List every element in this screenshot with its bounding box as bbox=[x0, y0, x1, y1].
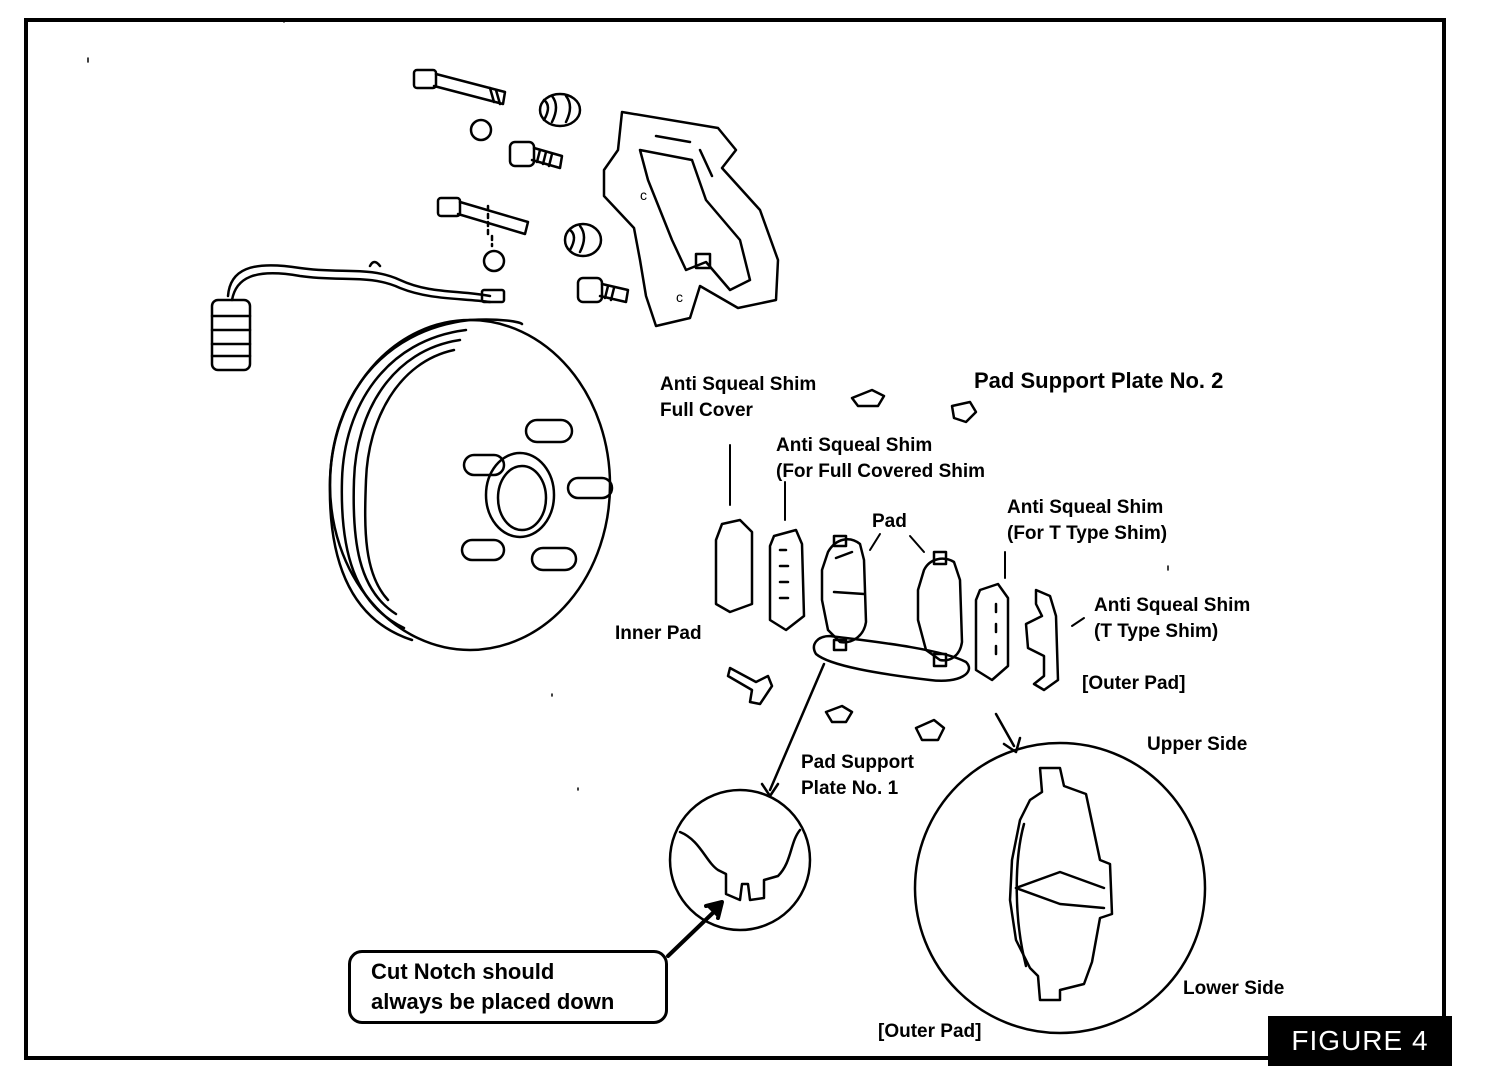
pad-highlight-loop bbox=[812, 634, 971, 683]
anti-squeal-shim-for-full-covered-part bbox=[768, 528, 806, 632]
label-line: Upper Side bbox=[1147, 734, 1248, 755]
label-lower-side: Lower Side bbox=[1183, 976, 1284, 1002]
label-line: Anti Squeal Shim bbox=[1007, 497, 1164, 518]
boot-lower bbox=[563, 222, 603, 258]
figure-label: FIGURE 4 bbox=[1268, 1016, 1452, 1066]
label-line: Anti Squeal Shim bbox=[776, 435, 933, 456]
label-line: Pad Support bbox=[801, 752, 914, 773]
label-anti-squeal-shim-for-t-type: Anti Squeal Shim (For T Type Shim) bbox=[1007, 495, 1167, 547]
label-line: Pad bbox=[872, 511, 907, 532]
notch-detail-circle bbox=[668, 788, 812, 932]
label-outer-pad-bracket: [Outer Pad] bbox=[1082, 671, 1185, 697]
cut-notch-callout: Cut Notch should always be placed down bbox=[348, 950, 668, 1024]
boot-upper bbox=[538, 92, 582, 128]
bushing-upper bbox=[469, 118, 493, 142]
label-line: [Outer Pad] bbox=[1082, 673, 1186, 694]
pad-support-plate-1-parts bbox=[824, 704, 946, 742]
label-line: [Outer Pad] bbox=[878, 1021, 982, 1042]
anti-squeal-shim-for-t-type-part bbox=[974, 582, 1010, 682]
outer-pad-detail-circle bbox=[913, 741, 1207, 1035]
svg-text:c: c bbox=[640, 187, 647, 203]
label-line: Pad Support Plate No. 2 bbox=[974, 368, 1224, 393]
label-pad: Pad bbox=[872, 509, 907, 535]
slide-pin-lower bbox=[436, 196, 530, 248]
callout-line: always be placed down bbox=[371, 989, 615, 1014]
bolt-lower bbox=[576, 276, 630, 304]
label-inner-pad: Inner Pad bbox=[615, 621, 702, 647]
label-anti-squeal-shim-full-cover: Anti Squeal Shim Full Cover bbox=[660, 372, 816, 424]
sensor-clip bbox=[726, 666, 774, 706]
anti-squeal-shim-full-cover-part bbox=[714, 518, 754, 614]
label-upper-side: Upper Side bbox=[1147, 732, 1247, 758]
callout-line: Cut Notch should bbox=[371, 959, 555, 984]
bushing-lower bbox=[482, 249, 506, 273]
label-line: Anti Squeal Shim bbox=[1094, 595, 1251, 616]
pad-wear-sensor bbox=[210, 260, 506, 372]
arrow-to-right-zoom bbox=[994, 712, 1022, 754]
label-line: Lower Side bbox=[1183, 978, 1285, 999]
label-line: (For T Type Shim) bbox=[1007, 523, 1168, 544]
caliper-bracket: c c bbox=[602, 110, 780, 328]
anti-squeal-shim-t-type-part bbox=[1024, 588, 1060, 692]
bolt-upper bbox=[508, 140, 564, 170]
svg-text:c: c bbox=[676, 289, 683, 305]
disc-rotor bbox=[328, 318, 614, 652]
label-anti-squeal-shim-t-type: Anti Squeal Shim (T Type Shim) bbox=[1094, 593, 1250, 645]
label-pad-support-plate-2: Pad Support Plate No. 2 bbox=[974, 368, 1223, 394]
label-line: Inner Pad bbox=[615, 623, 702, 644]
shim-clip-top bbox=[850, 388, 978, 424]
callout-arrow bbox=[666, 900, 724, 958]
figure-frame bbox=[24, 18, 1446, 1060]
inner-pad-part bbox=[820, 534, 868, 652]
label-outer-pad-bottom: [Outer Pad] bbox=[878, 1019, 981, 1045]
label-line: Plate No. 1 bbox=[801, 778, 899, 799]
label-line: Anti Squeal Shim bbox=[660, 374, 817, 395]
label-anti-squeal-shim-for-full-covered: Anti Squeal Shim (For Full Covered Shim bbox=[776, 433, 985, 485]
label-line: Full Cover bbox=[660, 400, 753, 421]
label-line: (For Full Covered Shim bbox=[776, 461, 986, 482]
label-line: (T Type Shim) bbox=[1094, 621, 1219, 642]
label-pad-support-plate-1: Pad Support Plate No. 1 bbox=[801, 750, 914, 802]
slide-pin-upper bbox=[412, 68, 507, 106]
